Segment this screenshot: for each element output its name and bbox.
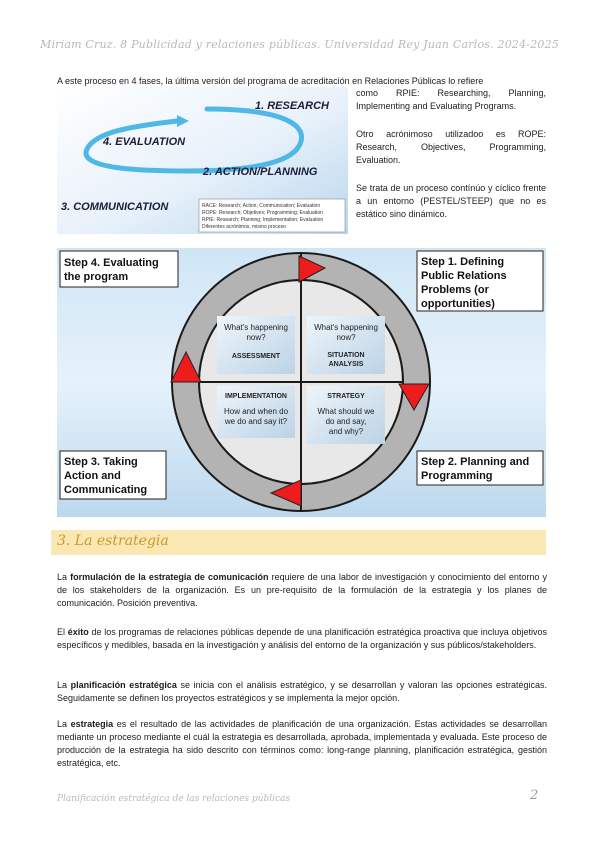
situation-analysis-box <box>307 316 385 374</box>
page-number: 2 <box>530 788 539 803</box>
implementation-question-1: How and when do <box>224 407 289 416</box>
p4-bold: estrategia <box>70 719 114 729</box>
p4-lead: La <box>57 719 71 729</box>
acronym-legend-box <box>198 198 346 233</box>
section-title: 3. La estrategia <box>57 533 169 549</box>
situation-title-2: ANALYSIS <box>329 361 364 368</box>
cycle-arrowhead <box>177 115 189 127</box>
body-paragraph-4: La estrategia es el resultado de las act… <box>57 718 547 770</box>
p1-bold: formulación de la estrategia de comunica… <box>70 572 269 582</box>
step-3-line-1: Step 3. Taking <box>64 456 138 468</box>
implementation-question-2: we do and say it? <box>224 417 288 426</box>
process-cycle-figure: 1. RESEARCH 4. EVALUATION 2. ACTION/PLAN… <box>57 87 348 234</box>
legend-line-3: RPIE: Research; Planning; Implementation… <box>202 217 323 223</box>
four-step-circle-figure: Step 4. Evaluating the program Step 1. D… <box>57 248 546 517</box>
assessment-title: ASSESSMENT <box>232 353 281 360</box>
step-3-line-3: Communicating <box>64 484 147 496</box>
step-4-line-1: Step 4. Evaluating <box>64 257 159 269</box>
assessment-box <box>217 316 295 374</box>
label-communication: 3. COMMUNICATION <box>61 201 169 213</box>
body-paragraph-1: La formulación de la estrategia de comun… <box>57 571 547 610</box>
p3-lead: La <box>57 680 71 690</box>
situation-title-1: SITUATION <box>327 352 364 359</box>
p4-rest: es el resultado de las actividades de pl… <box>57 719 547 768</box>
step-1-line-3: Problems (or <box>421 284 490 296</box>
step-1-line-4: opportunities) <box>421 298 495 310</box>
running-footer: Planificación estratégica de las relacio… <box>57 794 291 804</box>
step-3-box <box>59 450 167 500</box>
body-paragraph-3: La planificación estratégica se inicia c… <box>57 679 547 705</box>
red-arrow-right <box>398 383 430 412</box>
legend-line-2: ROPE: Research; Objetives; Programming; … <box>202 210 323 216</box>
body-paragraph-2: El éxito de los programas de relaciones … <box>57 626 547 652</box>
p1-lead: La <box>57 572 71 582</box>
situation-question-1: What's happening <box>314 323 378 332</box>
side-paragraph-2: Otro acrónimoso utilizadoo es ROPE: Rese… <box>356 129 546 165</box>
label-action-planning: 2. ACTION/PLANNING <box>202 166 318 178</box>
strategy-question-1: What should we <box>318 407 375 416</box>
implementation-box <box>217 386 295 438</box>
red-arrow-bottom <box>269 479 302 507</box>
situation-question-2: now? <box>336 333 356 342</box>
p3-bold: planificación estratégica <box>70 680 177 690</box>
p2-lead: El <box>57 627 68 637</box>
assessment-question-2: now? <box>246 333 266 342</box>
legend-line-1: RACE: Research; Action; Communication; E… <box>202 203 320 209</box>
legend-line-4: Diferentes acrónimos, mismo proceso <box>202 224 286 230</box>
step-1-line-1: Step 1. Defining <box>421 256 504 268</box>
step-1-box <box>416 250 544 312</box>
strategy-question-3: and why? <box>329 427 364 436</box>
red-arrow-top <box>298 255 327 283</box>
p3-rest: se inicia con el análisis estratégico, y… <box>57 680 547 703</box>
step-2-box <box>416 450 544 486</box>
cycle-arrow <box>83 106 304 174</box>
p2-bold: éxito <box>67 627 89 637</box>
step-4-box <box>59 250 179 288</box>
strategy-box <box>307 386 385 444</box>
four-step-circle-svg: Step 4. Evaluating the program Step 1. D… <box>57 248 546 517</box>
p1-rest: requiere de una labor de investigación y… <box>57 572 547 608</box>
step-3-line-2: Action and <box>64 470 121 482</box>
running-header: Miriam Cruz. 8 Publicidad y relaciones p… <box>39 38 560 51</box>
section-heading-bar: 3. La estrategia <box>51 530 546 555</box>
p2-rest: de los programas de relaciones públicas … <box>57 627 547 650</box>
step-4-line-2: the program <box>64 271 128 283</box>
strategy-question-2: do and say, <box>326 417 367 426</box>
strategy-title: STRATEGY <box>327 393 365 400</box>
side-paragraph-3: Se trata de un proceso contínúo y cíclic… <box>356 183 546 219</box>
step-2-line-1: Step 2. Planning and <box>421 456 529 468</box>
side-paragraph-1: como RPIE: Researching, Planning, Implem… <box>356 88 546 111</box>
intro-text: A este proceso en 4 fases, la última ver… <box>57 76 484 86</box>
implementation-title: IMPLEMENTATION <box>225 393 287 400</box>
label-research: 1. RESEARCH <box>255 100 330 112</box>
assessment-question-1: What's happening <box>224 323 288 332</box>
step-1-line-2: Public Relations <box>421 270 507 282</box>
red-arrow-left <box>170 350 202 383</box>
step-2-line-2: Programming <box>421 470 493 482</box>
label-evaluation: 4. EVALUATION <box>102 136 186 148</box>
process-cycle-svg: 1. RESEARCH 4. EVALUATION 2. ACTION/PLAN… <box>57 87 348 234</box>
